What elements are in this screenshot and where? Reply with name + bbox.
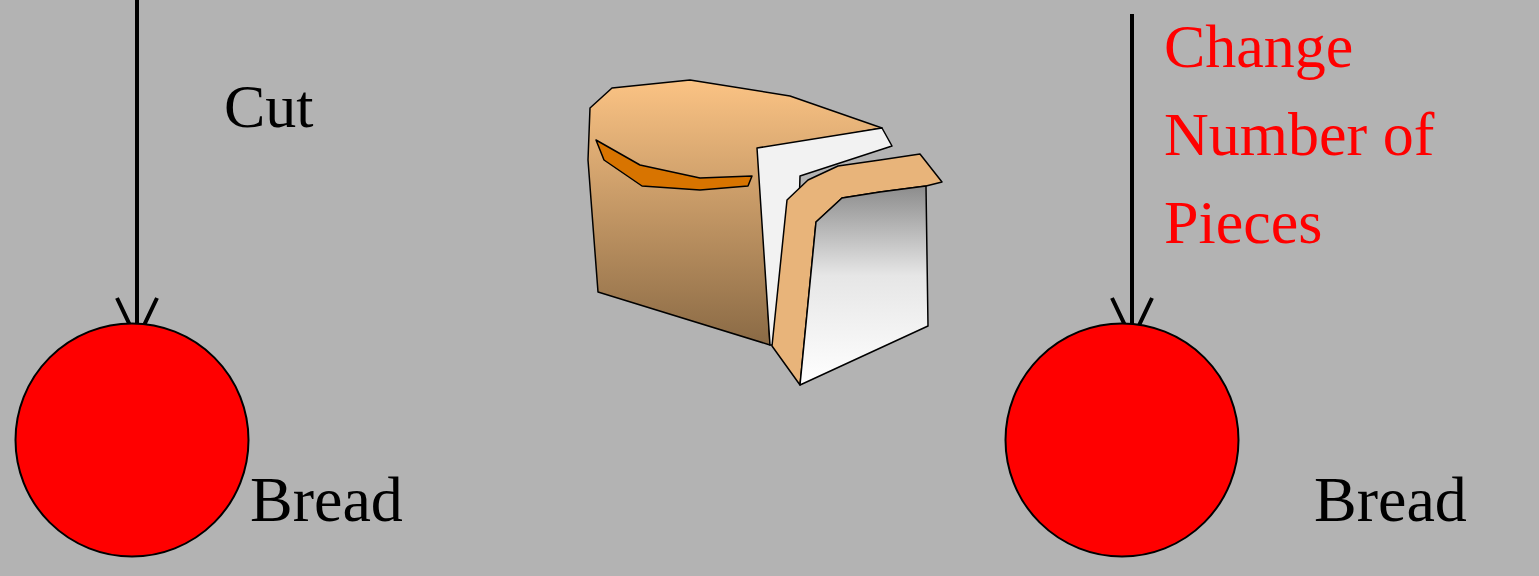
circle-node: Bread (14, 322, 250, 558)
circle-shape (1004, 322, 1240, 558)
circle-node: Bread (1004, 322, 1240, 558)
node-label: Bread (1314, 468, 1467, 532)
circle-shape (14, 322, 250, 558)
down-arrow (117, 0, 157, 340)
arrow-label: Change Number of Pieces (1164, 2, 1504, 266)
down-arrow (1112, 14, 1152, 340)
node-label: Bread (250, 468, 403, 532)
arrow-label: Cut (224, 62, 524, 150)
bread-loaf (588, 80, 942, 385)
